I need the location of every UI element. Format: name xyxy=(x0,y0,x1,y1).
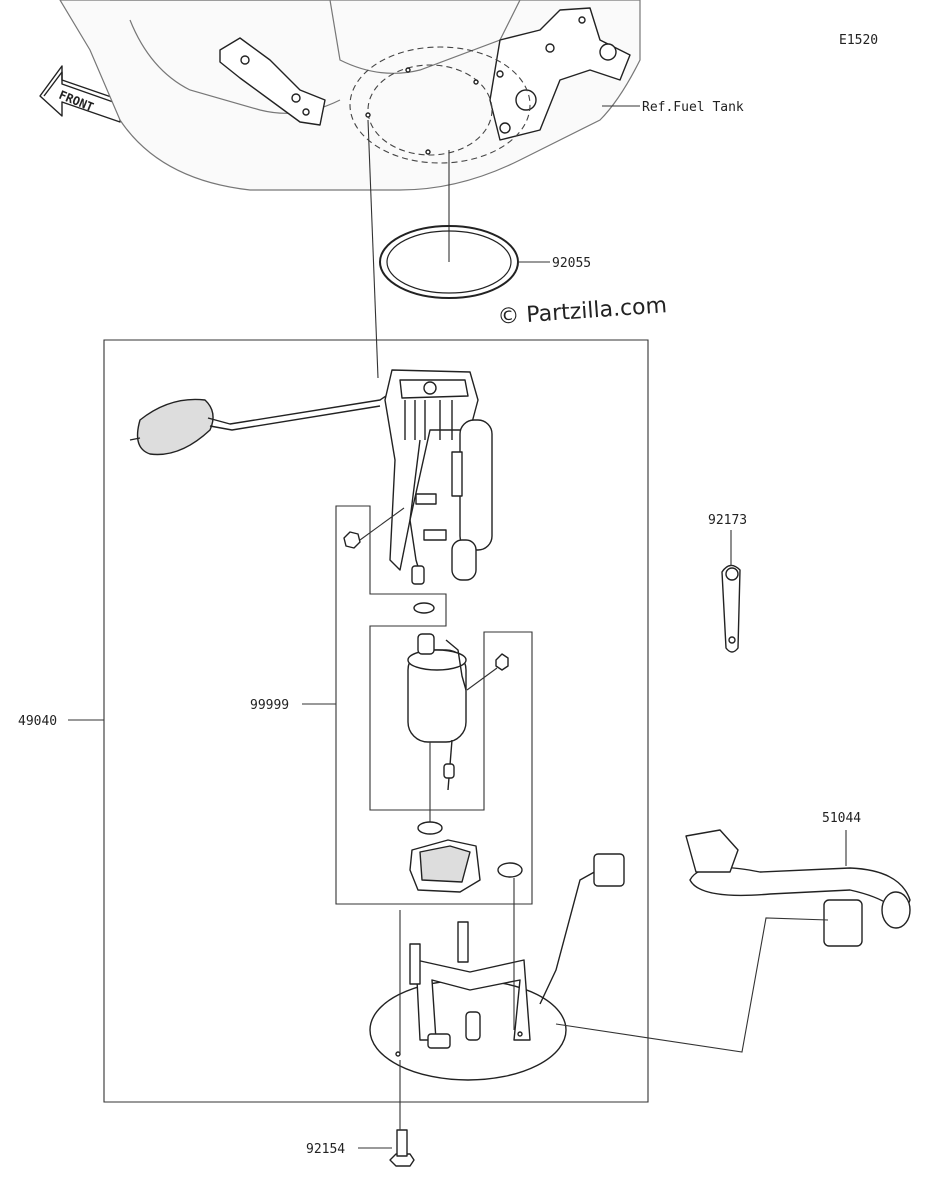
part-label-99999: 99999 xyxy=(250,698,289,713)
band-92173 xyxy=(721,564,741,653)
pump-flange-base xyxy=(369,853,625,1081)
watermark: © Partzilla.com xyxy=(497,293,668,330)
washer-grommet xyxy=(497,862,523,878)
fuel-level-float xyxy=(129,389,396,456)
part-label-92154: 92154 xyxy=(306,1142,345,1157)
assembly-axis-line xyxy=(367,119,379,379)
fuel-strainer xyxy=(409,821,481,893)
nut-small xyxy=(343,531,361,549)
part-label-92173: 92173 xyxy=(708,513,747,528)
pump-bracket-upper xyxy=(384,369,493,585)
screw-small xyxy=(495,653,509,671)
hose-connection-leader xyxy=(555,917,829,1053)
part-label-92055: 92055 xyxy=(552,256,591,271)
part-label-49040: 49040 xyxy=(18,714,57,729)
fuel-tank xyxy=(59,0,641,191)
pump-kit-frame-99999 xyxy=(335,505,533,905)
washer-small xyxy=(413,602,435,614)
part-label-51044: 51044 xyxy=(822,811,861,826)
bolt-92154 xyxy=(389,1129,415,1167)
figure-code: E1520 xyxy=(839,33,878,48)
ref-fuel-tank-label: Ref.Fuel Tank xyxy=(642,100,744,115)
fuel-pump-motor xyxy=(407,633,467,791)
assembly-frame-49040 xyxy=(103,339,649,1103)
fuel-hose-51044 xyxy=(685,829,911,947)
